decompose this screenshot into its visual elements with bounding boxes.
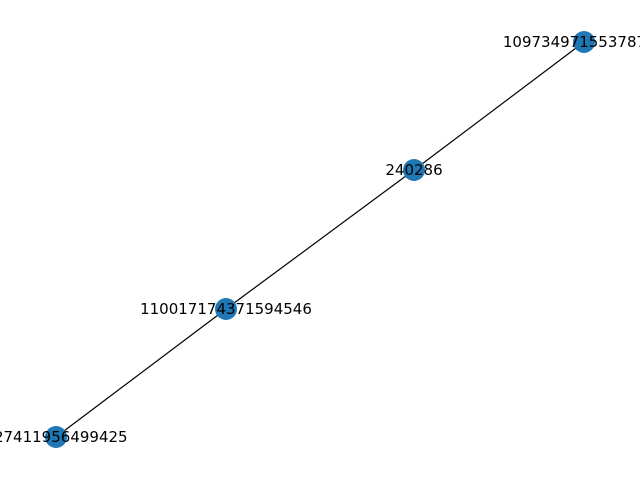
graph-node-n3 xyxy=(215,298,237,320)
labels-layer: 10973497155378751 240286 11001717437159454… xyxy=(0,33,640,446)
edge-n3-n4 xyxy=(55,308,227,438)
edge-n2-n3 xyxy=(225,169,415,310)
graph-node-n4 xyxy=(45,426,67,448)
node-label-n2: 240286 xyxy=(385,161,442,179)
edges-layer xyxy=(55,41,585,438)
node-label-n3: 110017174371594546 xyxy=(140,300,312,318)
nodes-layer xyxy=(45,31,595,448)
node-label-n4: 327411956499425 xyxy=(0,428,128,446)
graph-node-n1 xyxy=(573,31,595,53)
edge-n1-n2 xyxy=(413,41,585,171)
graph-node-n2 xyxy=(403,159,425,181)
node-label-n1: 10973497155378751 xyxy=(503,33,640,51)
